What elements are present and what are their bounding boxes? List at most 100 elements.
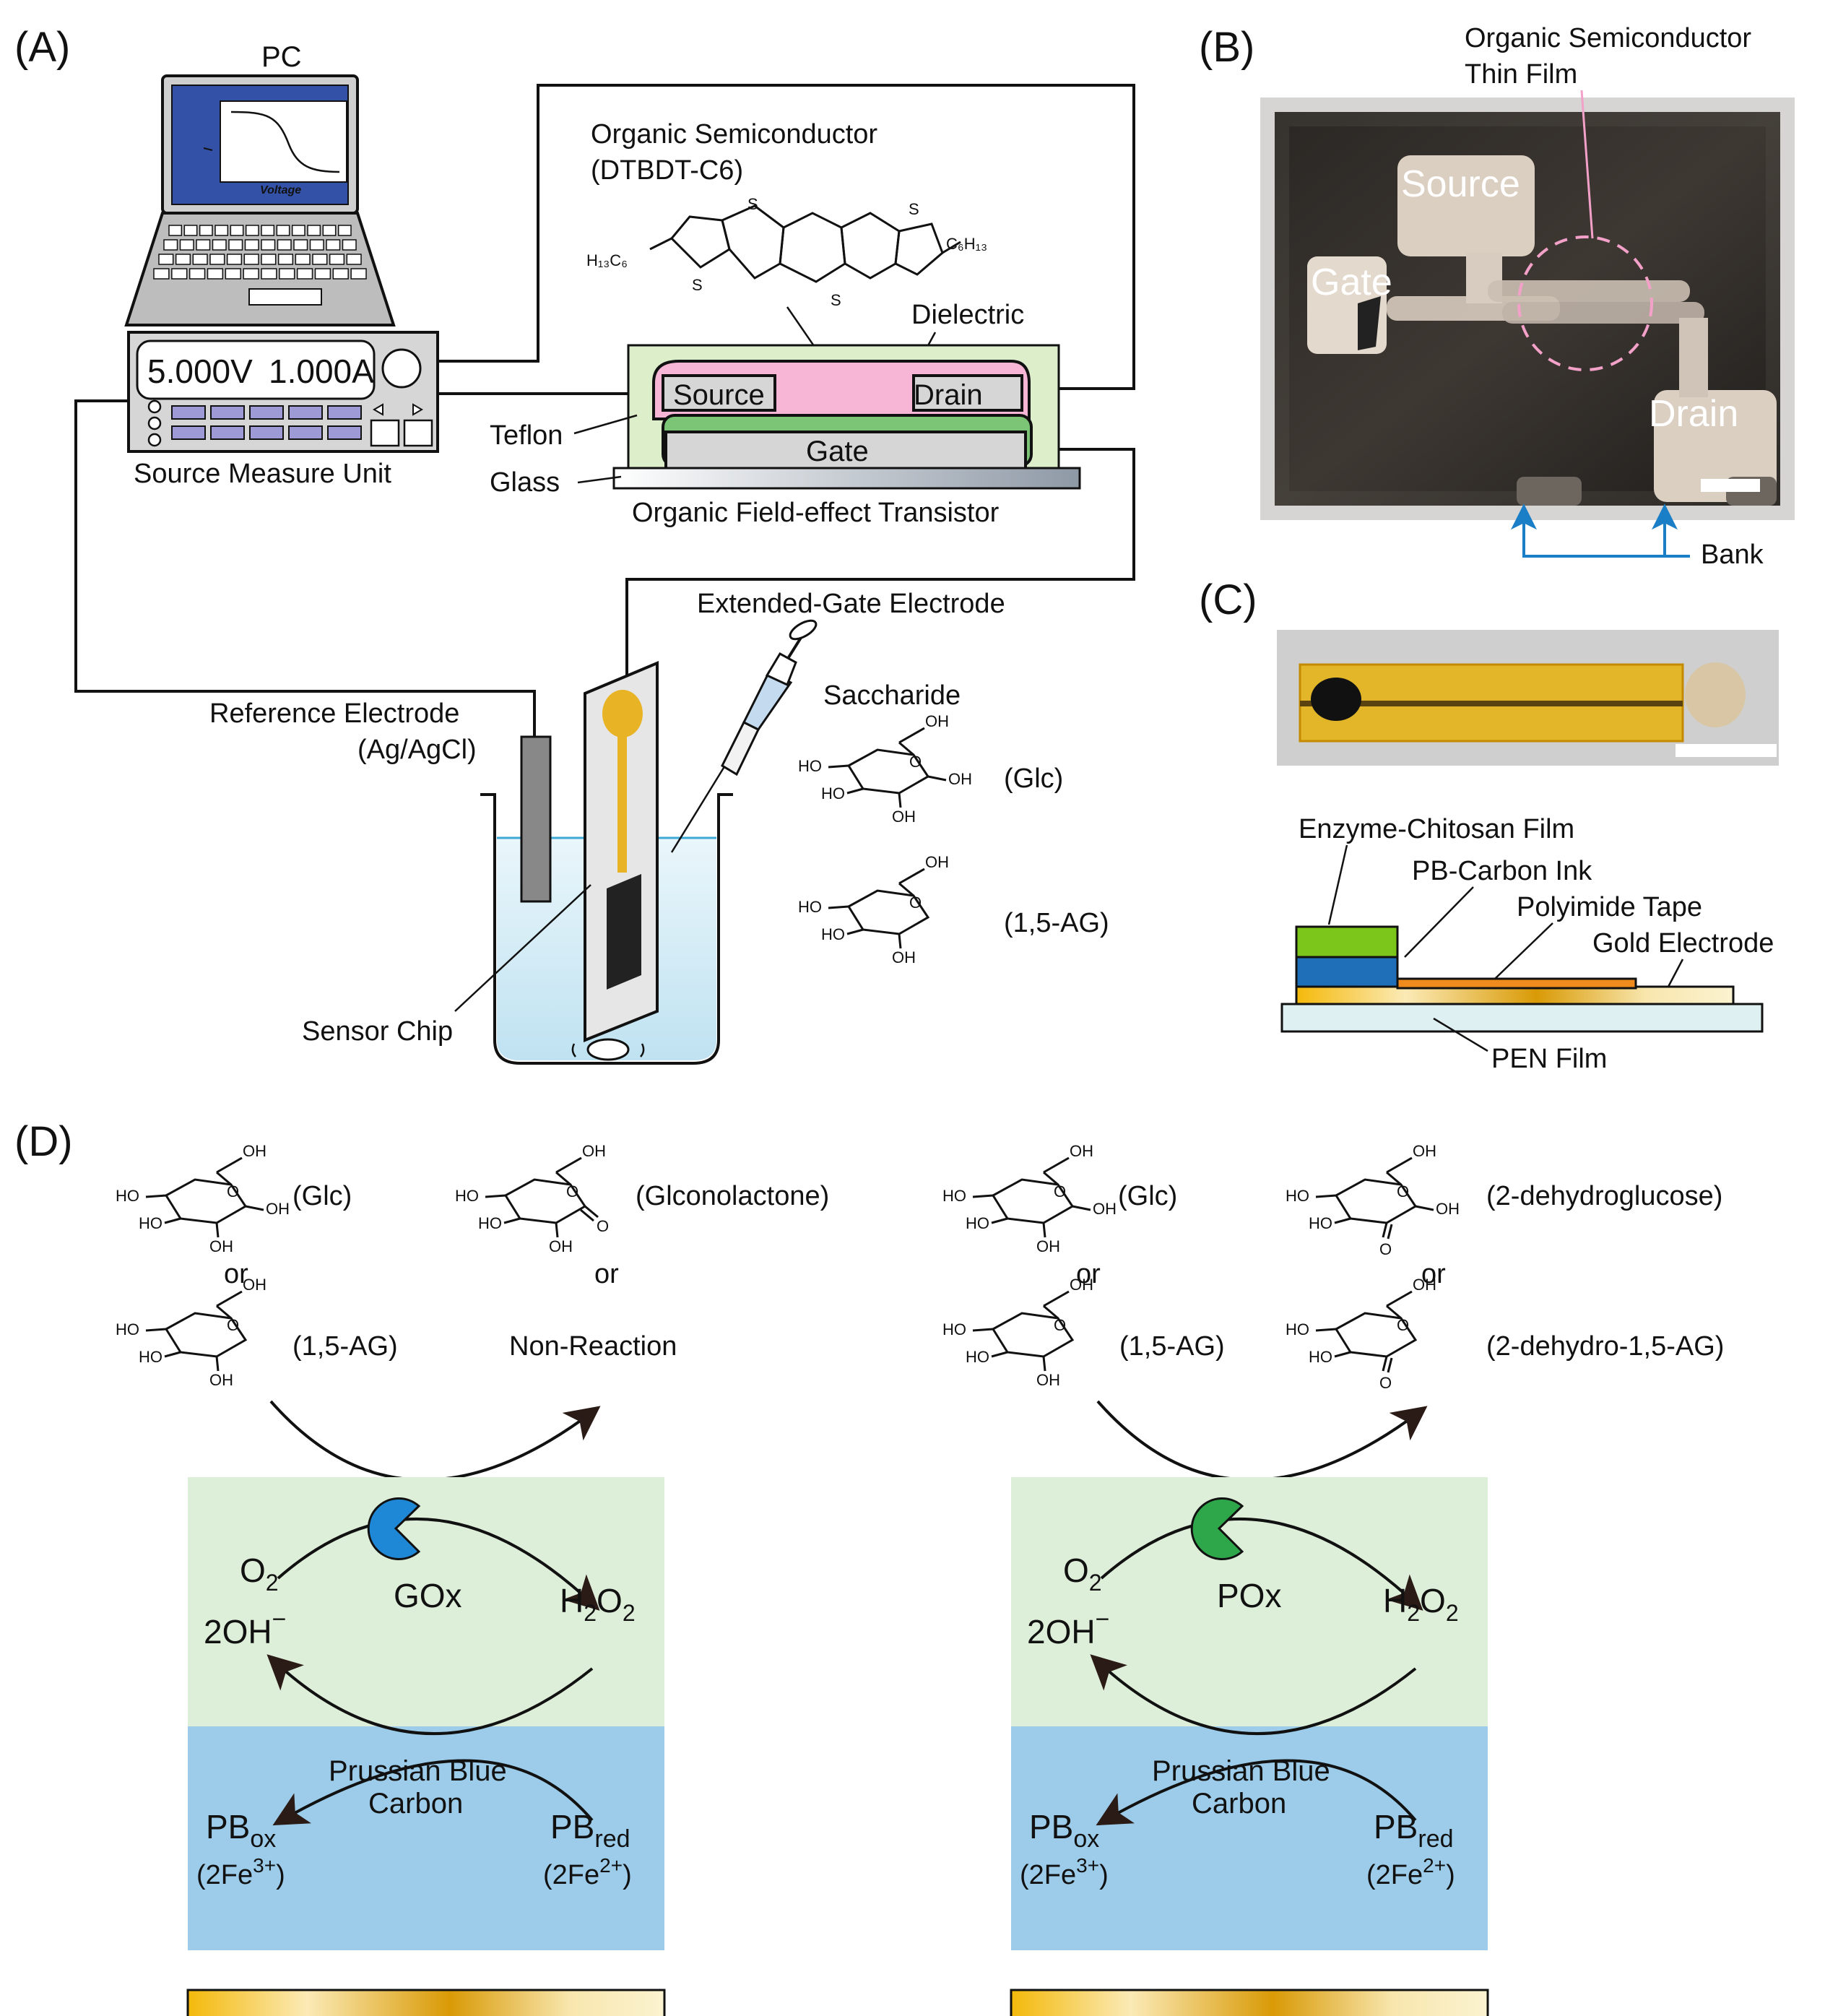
keyboard-key	[214, 225, 229, 236]
keyboard-key	[245, 225, 259, 236]
smu-button	[249, 405, 284, 420]
d-left-in2: (1,5-AG)	[292, 1331, 398, 1362]
d-right-pbred: PBred	[1374, 1808, 1454, 1853]
keyboard-key	[291, 225, 305, 236]
dtbdt-molecule: S S S S H₁₃C₆ C₆H₁₃	[586, 195, 987, 309]
keyboard-key	[295, 254, 311, 265]
glass-label: Glass	[490, 467, 560, 498]
smu-current: 1.000A	[269, 352, 374, 390]
keyboard-key	[332, 268, 349, 280]
smu-button	[288, 425, 323, 440]
svg-text:S: S	[747, 195, 758, 213]
svg-text:(2Fe2+): (2Fe2+)	[543, 1854, 632, 1890]
keyboard-key	[350, 268, 367, 280]
smu-button	[210, 405, 245, 420]
c-gold-label: Gold Electrode	[1592, 928, 1774, 959]
svg-text:O2: O2	[1063, 1552, 1102, 1596]
keyboard-key	[171, 268, 188, 280]
d-right-pbox: PBox	[1029, 1808, 1099, 1853]
keyboard-key	[346, 254, 362, 265]
smu-button	[249, 425, 284, 440]
panel-label-b: (B)	[1199, 24, 1254, 71]
svg-text:C₆H₁₃: C₆H₁₃	[946, 235, 987, 253]
b-source-label: Source	[1401, 163, 1520, 205]
glc-label: (Glc)	[1004, 763, 1063, 794]
ref-sublabel: (Ag/AgCl)	[357, 735, 477, 765]
svg-text:S: S	[831, 291, 841, 309]
keyboard-key	[209, 254, 225, 265]
d-right-o2: O2	[1063, 1552, 1102, 1596]
svg-text:Voltage: Voltage	[260, 184, 301, 196]
gate-label: Gate	[806, 436, 869, 467]
keyboard-key	[261, 225, 275, 236]
ofet-device	[612, 344, 1081, 490]
ag-structure	[797, 852, 950, 968]
d-left-ag	[114, 1274, 268, 1390]
ref-label: Reference Electrode	[209, 698, 459, 729]
c-enzyme-label: Enzyme-Chitosan Film	[1299, 814, 1574, 844]
svg-text:S: S	[692, 276, 703, 294]
keyboard-key	[307, 225, 321, 236]
keyboard-key	[212, 239, 227, 251]
d-right-keto-glc	[1284, 1141, 1461, 1260]
d-left-o2: O2	[240, 1552, 279, 1596]
d-left-pbred: PBred	[550, 1808, 630, 1853]
svg-text:H₁₃C₆: H₁₃C₆	[586, 251, 628, 269]
keyboard-key	[158, 254, 174, 265]
d-right-fe3: (2Fe3+)	[1020, 1854, 1109, 1890]
b-drain-label: Drain	[1649, 393, 1738, 435]
keyboard-key	[277, 239, 292, 251]
d-right-out2: (2-dehydro-1,5-AG)	[1486, 1331, 1724, 1362]
extended-gate-label: Extended-Gate Electrode	[697, 589, 1005, 619]
keyboard-key	[226, 254, 243, 265]
laptop-icon: Voltage	[124, 74, 396, 326]
source-label: Source	[673, 379, 765, 411]
wires	[74, 84, 1135, 737]
d-left-pb-2: Carbon	[368, 1788, 463, 1820]
keyboard-key	[244, 239, 259, 251]
svg-text:(2Fe3+): (2Fe3+)	[196, 1854, 285, 1890]
d-right-glc	[941, 1141, 1118, 1257]
keyboard-key	[342, 239, 357, 251]
sensor-chip-photo	[1277, 630, 1779, 766]
smu-label: Source Measure Unit	[134, 459, 391, 489]
b-osc-label-2: Thin Film	[1465, 59, 1577, 90]
keyboard-key	[261, 268, 277, 280]
keyboard-key	[179, 239, 194, 251]
d-right-in1: (Glc)	[1118, 1181, 1177, 1211]
smu-button	[210, 425, 245, 440]
keyboard-key	[276, 225, 290, 236]
bank-label: Bank	[1701, 540, 1764, 570]
d-left-out2: Non-Reaction	[509, 1331, 677, 1362]
bank-arrows	[1511, 503, 1690, 558]
osc-title: Organic Semiconductor	[591, 119, 877, 150]
ofet-label: Organic Field-effect Transistor	[632, 498, 1000, 528]
keyboard-key	[188, 268, 206, 280]
smu-voltage: 5.000V	[147, 352, 253, 390]
gox-label: GOx	[394, 1577, 462, 1614]
source-measure-unit-icon: 5.000V 1.000A	[127, 331, 439, 453]
svg-text:2OH−: 2OH−	[1027, 1606, 1109, 1651]
keyboard-key	[322, 225, 337, 236]
reference-electrode-icon	[520, 735, 552, 903]
d-left-lactone	[454, 1141, 610, 1257]
d-right-ag	[941, 1274, 1095, 1390]
keyboard-key	[225, 268, 241, 280]
c-layer-stack	[1280, 925, 1764, 1033]
d-right-h2o2: H2O2	[1383, 1582, 1459, 1626]
svg-text:PBox: PBox	[206, 1808, 276, 1853]
keyboard-key	[279, 268, 295, 280]
keyboard-key	[199, 225, 213, 236]
keyboard-key	[243, 268, 259, 280]
keyboard-key	[230, 225, 244, 236]
keyboard-key	[337, 225, 352, 236]
b-osc-label: Organic Semiconductor	[1465, 23, 1751, 53]
svg-text:(2Fe3+): (2Fe3+)	[1020, 1854, 1109, 1890]
smu-button	[288, 405, 323, 420]
svg-text:H2O2: H2O2	[1383, 1582, 1459, 1626]
d-right-out1: (2-dehydroglucose)	[1486, 1181, 1722, 1211]
panel-label-c: (C)	[1199, 576, 1257, 623]
keyboard-key	[243, 254, 259, 265]
sensor-chip-label: Sensor Chip	[302, 1016, 453, 1047]
